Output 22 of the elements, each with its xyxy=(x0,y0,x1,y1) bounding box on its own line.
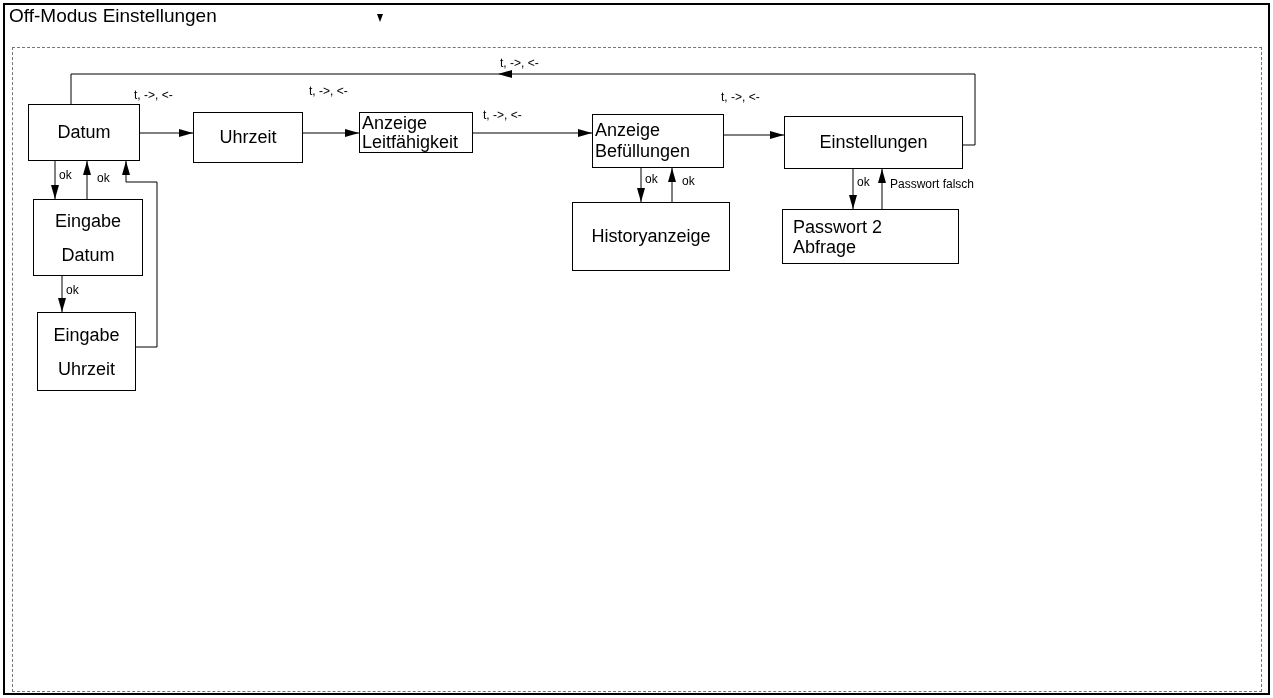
edge-label: t, ->, <- xyxy=(499,56,540,70)
edge-label: ok xyxy=(65,283,80,297)
state-box: Eingabe Uhrzeit xyxy=(37,312,136,391)
state-box: Datum xyxy=(28,104,140,161)
edge-label: t, ->, <- xyxy=(482,108,523,122)
state-box: Anzeige Leitfähigkeit xyxy=(359,112,473,153)
edge-label: ok xyxy=(96,171,111,185)
edge-label: ok xyxy=(856,175,871,189)
state-box: Uhrzeit xyxy=(193,112,303,163)
state-box: Eingabe Datum xyxy=(33,199,143,276)
edge-label: ok xyxy=(644,172,659,186)
edge-label: ok xyxy=(58,168,73,182)
frame-title: Off-Modus Einstellungen xyxy=(9,4,217,28)
edge-label: ok xyxy=(681,174,696,188)
edge-label: t, ->, <- xyxy=(720,90,761,104)
state-box: Historyanzeige xyxy=(572,202,730,271)
state-box: Einstellungen xyxy=(784,116,963,169)
state-box: Anzeige Befüllungen xyxy=(592,114,724,168)
state-box: Passwort 2 Abfrage xyxy=(782,209,959,264)
edge-label: t, ->, <- xyxy=(133,88,174,102)
edge-label: Passwort falsch xyxy=(889,177,976,191)
edge-label: t, ->, <- xyxy=(308,84,349,98)
